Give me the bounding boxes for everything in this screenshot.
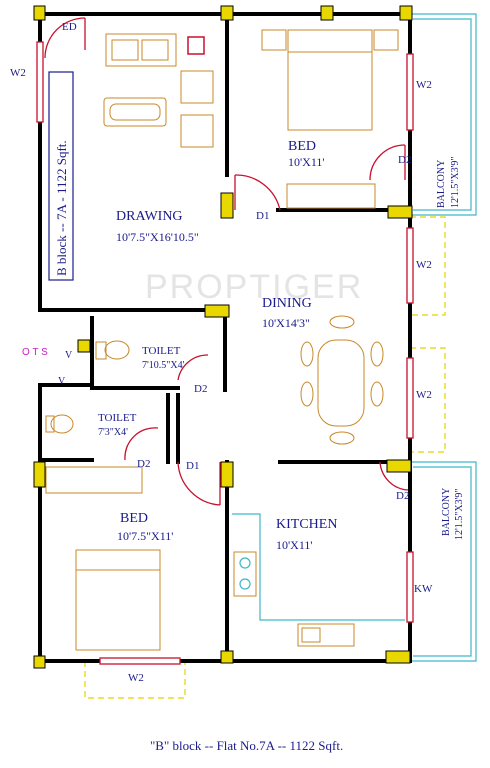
coffee-table xyxy=(103,97,167,127)
label-bed2: BED xyxy=(120,511,148,526)
sofa xyxy=(105,33,177,67)
watermark: PROPTIGER xyxy=(145,268,363,306)
label-w2-left: W2 xyxy=(10,67,26,79)
label-w2-dining2: W2 xyxy=(416,389,432,401)
label-drawing-size: 10'7.5"X16'10.5" xyxy=(116,230,199,244)
label-w2-bed: W2 xyxy=(416,79,432,91)
stove xyxy=(233,551,257,597)
windows xyxy=(36,41,414,665)
label-balcony-top: BALCONY xyxy=(436,160,447,208)
wardrobe-1 xyxy=(286,183,376,209)
double-bed-2 xyxy=(75,549,161,651)
label-bed1: BED xyxy=(288,139,316,154)
wc-1 xyxy=(95,340,130,360)
label-d2-kitchen: D2 xyxy=(396,490,409,502)
side-label-box xyxy=(48,71,74,281)
label-d1-bed2: D1 xyxy=(186,460,199,472)
label-v1: V xyxy=(65,350,73,361)
label-w2-dining1: W2 xyxy=(416,259,432,271)
label-drawing: DRAWING xyxy=(116,209,183,224)
label-balcony-bottom: BALCONY xyxy=(441,488,452,536)
label-d1-bed: D1 xyxy=(256,210,269,222)
side-label: B block -- 7A - 1122 Sqft. xyxy=(54,140,69,276)
label-kitchen: KITCHEN xyxy=(276,517,337,532)
label-d2-toilet1: D2 xyxy=(194,383,207,395)
label-d2-toilet2: D2 xyxy=(137,458,150,470)
wc-2 xyxy=(45,414,74,434)
label-kw: KW xyxy=(414,583,433,595)
tv-unit-icon xyxy=(187,36,205,55)
structural-columns xyxy=(33,5,413,669)
kitchen-counter xyxy=(232,513,405,621)
label-balcony-bottom-size: 12'1.5"X3'9" xyxy=(454,489,465,541)
label-toilet2: TOILET xyxy=(98,412,137,424)
armchairs xyxy=(180,70,214,148)
double-bed-1 xyxy=(261,29,399,131)
label-w2-bottom: W2 xyxy=(128,672,144,684)
sink xyxy=(297,623,355,647)
balcony-top-outline xyxy=(408,13,477,216)
label-v2: V xyxy=(58,376,66,387)
balcony-bottom-outline xyxy=(408,461,477,662)
doors xyxy=(44,17,409,506)
dining-table xyxy=(300,315,384,445)
label-d2-bed: D2 xyxy=(398,154,411,166)
label-toilet1-size: 7'10.5"X4' xyxy=(142,360,185,371)
label-balcony-top-size: 12'1.5"X3'9" xyxy=(450,157,461,209)
label-dining-size: 10'X14'3" xyxy=(262,316,310,330)
wardrobe-2 xyxy=(45,466,143,494)
label-ed: ED xyxy=(62,21,77,33)
walls xyxy=(38,12,412,663)
label-toilet1: TOILET xyxy=(142,345,181,357)
window-projections xyxy=(84,216,446,699)
label-bed2-size: 10'7.5"X11' xyxy=(117,529,173,543)
label-ots: O T S xyxy=(22,347,48,358)
label-toilet2-size: 7'3"X4' xyxy=(98,427,128,438)
label-bed1-size: 10'X11' xyxy=(288,155,325,169)
caption: "B" block -- Flat No.7A -- 1122 Sqft. xyxy=(150,738,343,753)
label-dining: DINING xyxy=(262,296,312,311)
label-kitchen-size: 10'X11' xyxy=(276,538,313,552)
